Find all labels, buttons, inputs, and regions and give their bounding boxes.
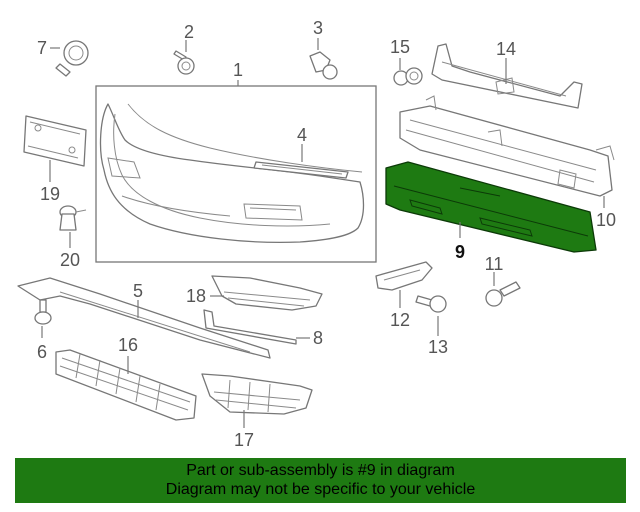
part-19-license-bracket[interactable] xyxy=(23,115,87,167)
svg-text:7: 7 xyxy=(37,38,47,58)
callout-18[interactable]: 18 xyxy=(186,286,206,306)
callout-20[interactable]: 20 xyxy=(60,250,80,270)
svg-text:8: 8 xyxy=(313,328,323,348)
part-14-upper-bracket[interactable] xyxy=(431,43,583,109)
callout-11[interactable]: 11 xyxy=(485,254,504,274)
svg-text:5: 5 xyxy=(133,281,143,301)
part-info-banner: Part or sub-assembly is #9 in diagram Di… xyxy=(15,458,626,503)
svg-text:1: 1 xyxy=(233,60,243,80)
callout-10[interactable]: 10 xyxy=(596,210,616,230)
part-11-bolt[interactable] xyxy=(485,281,521,307)
svg-text:2: 2 xyxy=(184,22,194,42)
svg-text:19: 19 xyxy=(40,184,60,204)
svg-text:13: 13 xyxy=(428,337,448,357)
svg-text:14: 14 xyxy=(496,39,516,59)
part-12-side-bracket[interactable] xyxy=(375,261,433,291)
part-16-lower-grille[interactable] xyxy=(55,349,197,421)
part-17-lower-side-grille[interactable] xyxy=(201,373,313,415)
callout-16[interactable]: 16 xyxy=(118,335,138,355)
callout-3[interactable]: 3 xyxy=(313,18,323,38)
callout-17[interactable]: 17 xyxy=(234,430,254,450)
callout-12[interactable]: 12 xyxy=(390,310,410,330)
part-20-push-pin[interactable] xyxy=(59,205,87,231)
svg-text:9: 9 xyxy=(455,242,465,262)
callout-14[interactable]: 14 xyxy=(496,39,516,59)
svg-text:17: 17 xyxy=(234,430,254,450)
banner-line-disclaimer: Diagram may not be specific to your vehi… xyxy=(165,481,476,498)
part-7-plug[interactable] xyxy=(55,40,89,77)
part-18-upper-side-grille[interactable] xyxy=(211,275,323,311)
svg-text:10: 10 xyxy=(596,210,616,230)
part-15-bolt[interactable] xyxy=(393,67,423,86)
svg-text:20: 20 xyxy=(60,250,80,270)
callout-15[interactable]: 15 xyxy=(390,37,410,57)
callout-labels: 1 2 3 4 5 6 7 8 9 10 11 12 13 14 15 16 1… xyxy=(37,18,616,450)
part-10-reinforcement-beam[interactable] xyxy=(399,95,615,197)
callout-13[interactable]: 13 xyxy=(428,337,448,357)
svg-text:15: 15 xyxy=(390,37,410,57)
svg-text:11: 11 xyxy=(485,254,504,274)
part-1-bumper-cover[interactable] xyxy=(99,103,365,244)
callout-9[interactable]: 9 xyxy=(455,242,465,262)
bumper-cover-frame xyxy=(95,85,377,263)
svg-text:12: 12 xyxy=(390,310,410,330)
svg-text:16: 16 xyxy=(118,335,138,355)
callout-8[interactable]: 8 xyxy=(313,328,323,348)
banner-line-part: Part or sub-assembly is #9 in diagram xyxy=(186,462,455,479)
callout-5[interactable]: 5 xyxy=(133,281,143,301)
callout-2[interactable]: 2 xyxy=(184,22,194,42)
svg-text:4: 4 xyxy=(297,125,307,145)
svg-text:3: 3 xyxy=(313,18,323,38)
part-6-screw[interactable] xyxy=(34,299,52,325)
callout-6[interactable]: 6 xyxy=(37,342,47,362)
leader-lines xyxy=(41,38,605,428)
svg-text:6: 6 xyxy=(37,342,47,362)
svg-text:18: 18 xyxy=(186,286,206,306)
callout-19[interactable]: 19 xyxy=(40,184,60,204)
callout-1[interactable]: 1 xyxy=(233,60,243,80)
part-4-emblem-strip[interactable] xyxy=(253,161,349,179)
part-2-screw[interactable] xyxy=(173,50,195,75)
part-8-trim-strip[interactable] xyxy=(203,309,297,345)
part-13-bolt[interactable] xyxy=(415,295,447,313)
part-3-clip[interactable] xyxy=(309,51,338,80)
part-9-energy-absorber[interactable] xyxy=(385,161,597,253)
callout-4[interactable]: 4 xyxy=(297,125,307,145)
callout-7[interactable]: 7 xyxy=(37,38,47,58)
part-5-lower-spoiler[interactable] xyxy=(17,277,271,359)
